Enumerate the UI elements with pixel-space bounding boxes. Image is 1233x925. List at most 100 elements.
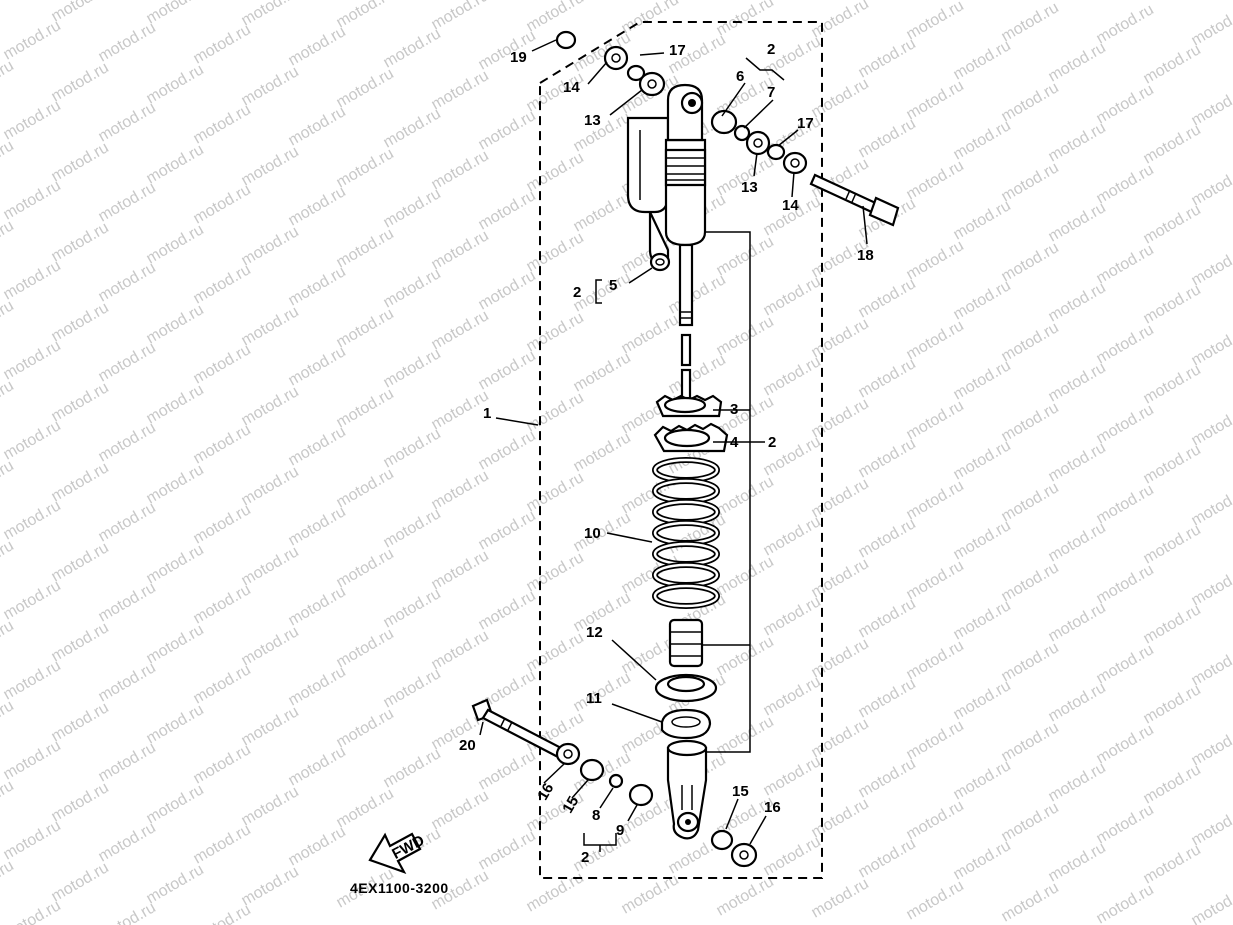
watermark-text: motod.ru	[809, 555, 872, 601]
watermark-text: motod.ru	[571, 349, 634, 395]
watermark-text: motod.ru	[334, 785, 397, 831]
watermark-text: motod.ru	[809, 75, 872, 121]
callout-18: 18	[857, 247, 874, 264]
watermark-text: motod.ru	[381, 185, 444, 231]
watermark-text: motod.ru	[951, 357, 1014, 403]
watermark-text: motod.ru	[239, 703, 302, 749]
watermark-text: motod.ru	[714, 873, 777, 919]
watermark-text: motod.ru	[1141, 361, 1204, 407]
watermark-text: motod.ru	[1094, 81, 1157, 127]
watermark-text: motod.ru	[1094, 321, 1157, 367]
watermark-text: motod.ru	[49, 299, 112, 345]
watermark-text: motod.ru	[999, 719, 1062, 765]
watermark-text: motod.ru	[0, 857, 17, 903]
watermark-text: motod.ru	[476, 27, 539, 73]
watermark-text: motod.ru	[191, 341, 254, 387]
watermark-text: motod.ru	[96, 339, 159, 385]
watermark-text: motod.ru	[1094, 801, 1157, 847]
watermark-text: motod.ru	[999, 879, 1062, 925]
watermark-text: motod.ru	[239, 303, 302, 349]
callout-8: 8	[592, 807, 600, 824]
watermark-text: motod.ru	[1, 417, 64, 463]
watermark-text: motod.ru	[144, 141, 207, 187]
lower-left-hardware	[555, 742, 654, 807]
watermark-text: motod.ru	[144, 0, 207, 27]
diagram-code: 4EX1100-3200	[350, 880, 449, 896]
watermark-text: motod.ru	[1046, 359, 1109, 405]
watermark-text: motod.ru	[1046, 679, 1109, 725]
watermark-text: motod.ru	[714, 553, 777, 599]
watermark-text: motod.ru	[1094, 401, 1157, 447]
watermark-text: motod.ru	[239, 223, 302, 269]
callout-17: 17	[797, 115, 814, 132]
watermark-text: motod.ru	[96, 899, 159, 925]
watermark-text: motod.ru	[191, 821, 254, 867]
watermark-text: motod.ru	[1046, 439, 1109, 485]
watermark-text: motod.ru	[1094, 721, 1157, 767]
watermark-text: motod.ru	[571, 189, 634, 235]
watermark-text: motod.ru	[524, 0, 587, 35]
watermark-text: motod.ru	[381, 105, 444, 151]
watermark-text: motod.ru	[144, 381, 207, 427]
callout-2: 2	[768, 434, 776, 451]
watermark-text: motod.ru	[476, 107, 539, 153]
watermark-text: motod.ru	[96, 259, 159, 305]
watermark-text: motod.ru	[191, 581, 254, 627]
watermark-text: motod.ru	[1, 817, 64, 863]
watermark-text: motod.ru	[334, 65, 397, 111]
watermark-text: motod.ru	[286, 23, 349, 69]
watermark-text: motod.ru	[0, 617, 17, 663]
callout-14: 14	[782, 197, 799, 214]
callout-9: 9	[616, 822, 624, 839]
watermark-text: motod.ru	[1094, 881, 1157, 925]
watermark-text: motod.ru	[0, 137, 17, 183]
watermark-text: motod.ru	[951, 437, 1014, 483]
watermark-text: motod.ru	[476, 587, 539, 633]
callout-6: 6	[736, 68, 744, 85]
watermark-text: motod.ru	[1046, 519, 1109, 565]
watermark-text: motod.ru	[809, 795, 872, 841]
watermark-text: motod.ru	[144, 61, 207, 107]
watermark-text: motod.ru	[904, 397, 967, 443]
watermark-text: motod.ru	[286, 423, 349, 469]
callout-3: 3	[730, 401, 738, 418]
watermark-text: motod.ru	[476, 427, 539, 473]
watermark-text: motod.ru	[334, 385, 397, 431]
watermark-text: motod.ru	[96, 99, 159, 145]
watermark-text: motod.ru	[334, 705, 397, 751]
watermark-text: motod.ru	[1, 657, 64, 703]
watermark-text: motod.ru	[809, 395, 872, 441]
watermark-text: motod.ru	[334, 465, 397, 511]
spring-guide-12	[654, 673, 718, 703]
watermark-text: motod.ru	[1046, 119, 1109, 165]
watermark-text: motod.ru	[856, 115, 919, 161]
watermark-text: motod.ru	[429, 227, 492, 273]
watermark-text: motod.ru	[904, 557, 967, 603]
watermark-text: motod.ru	[429, 67, 492, 113]
watermark-text: motod.ru	[951, 837, 1014, 883]
watermark-text: motod.ru	[1141, 521, 1204, 567]
upper-left-hardware	[555, 30, 666, 97]
watermark-text: motod.ru	[476, 747, 539, 793]
watermark-text: motod.ru	[191, 661, 254, 707]
watermark-text: motod.ru	[1046, 39, 1109, 85]
watermark-text: motod.ru	[571, 429, 634, 475]
watermark-text: motod.ru	[951, 517, 1014, 563]
watermark-text: motod.ru	[144, 701, 207, 747]
watermark-text: motod.ru	[49, 139, 112, 185]
watermark-text: motod.ru	[191, 261, 254, 307]
callout-15: 15	[732, 783, 749, 800]
watermark-text: motod.ru	[1094, 481, 1157, 527]
watermark-text: motod.ru	[191, 421, 254, 467]
watermark-text: motod.ru	[524, 309, 587, 355]
watermark-text: motod.ru	[334, 305, 397, 351]
watermark-text: motod.ru	[951, 37, 1014, 83]
watermark-text: motod.ru	[476, 507, 539, 553]
watermark-text: motod.ru	[714, 473, 777, 519]
watermark-text: motod.ru	[476, 827, 539, 873]
watermark-text: motod.ru	[619, 311, 682, 357]
watermark-text: motod.ru	[524, 629, 587, 675]
watermark-text: motod.ru	[286, 663, 349, 709]
watermark-text: motod.ru	[96, 579, 159, 625]
watermark-text: motod.ru	[809, 475, 872, 521]
